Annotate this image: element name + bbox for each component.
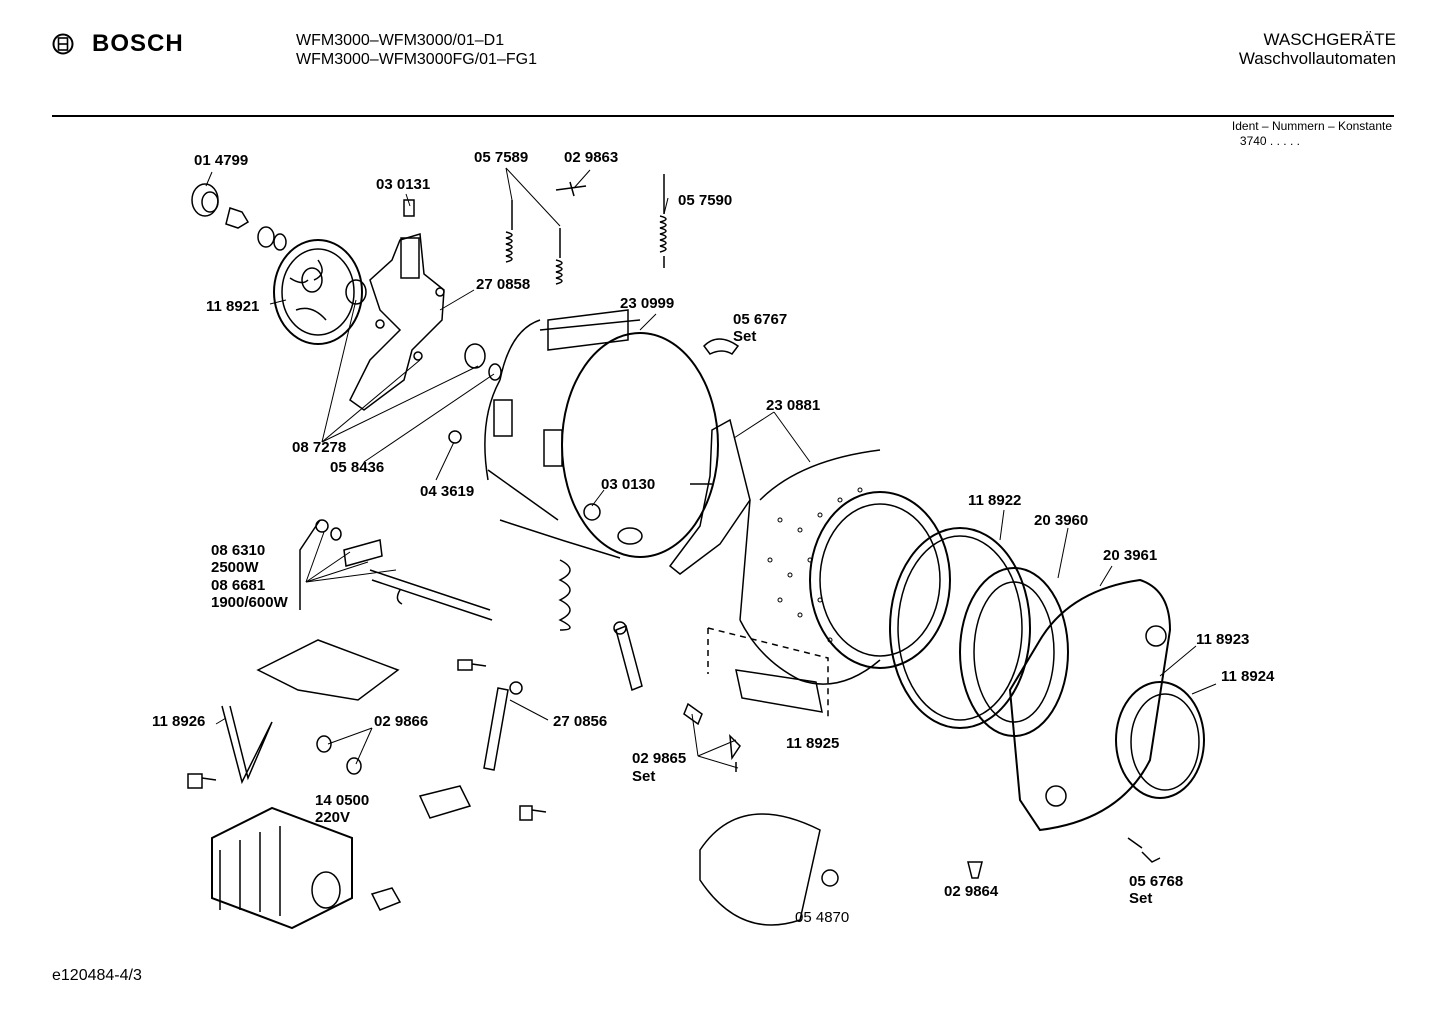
bosch-logo-icon [52,33,74,55]
part-label: 03 0130 [601,476,656,493]
filter-outline [707,627,829,718]
header-rule [52,115,1394,117]
part-label: 11 8923 [1196,631,1250,648]
part-label: 11 8924 [1221,668,1275,685]
part-label: 27 0856 [553,713,608,730]
part-label: 23 0881 [766,397,821,414]
seal-rings [889,527,1069,737]
part-label: 20 3961 [1103,547,1158,564]
category-line: WASCHGERÄTE [1263,30,1396,49]
set-label: Set [733,328,757,345]
ident-block: Ident – Nummern – Konstante 3740 . . . .… [1232,119,1392,149]
screw-part [1127,837,1161,863]
part-label: 01 4799 [194,152,249,169]
leader-lines [205,167,1217,769]
small-brackets [187,659,547,911]
wattage-label: 2500W [211,559,259,576]
part-label: 02 9864 [944,883,999,900]
part-label: 02 9863 [564,149,619,166]
filter-part [735,669,823,713]
part-label: 08 7278 [292,439,347,456]
part-label: 23 0999 [620,295,675,312]
part-label: 05 8436 [330,459,385,476]
wattage-label: 1900/600W [211,594,288,611]
part-label: 08 6310 [211,542,266,559]
part-label: 11 8921 [206,298,260,315]
clip-part [967,861,983,879]
drum-part [739,449,951,685]
part-label: 08 6681 [211,577,266,594]
part-label: 02 9865 [632,750,687,767]
pump-spring [558,559,571,631]
front-tub-part [1008,578,1205,832]
part-label: 20 3960 [1034,512,1089,529]
category-line: Waschvollautomaten [1238,49,1396,68]
part-label: 05 7590 [678,192,733,209]
pulley-part [273,239,367,345]
category-title: WASCHGERÄTE Waschvollautomaten [1239,30,1396,68]
model-line: WFM3000–WFM3000/01–D1 [296,32,505,49]
part-label: 05 6768 [1129,873,1184,890]
shock-absorbers [483,621,643,771]
voltage-label: 220V [315,809,351,826]
brand-name: BOSCH [92,30,184,57]
part-label: 02 9866 [374,713,429,730]
ident-title: Ident – Nummern – Konstante [1231,119,1392,133]
set-label: Set [1129,890,1153,907]
drum-cross-part [349,199,445,411]
bearing-part [191,183,287,251]
set-label: Set [632,768,656,785]
part-label: 11 8922 [968,492,1022,509]
bracket-part [668,418,751,575]
ident-value: 3740 . . . . . [1239,134,1300,148]
part-label: 27 0858 [476,276,531,293]
part-label: 04 3619 [420,483,475,500]
outer-tub-part [484,309,719,559]
part-label: 05 6767 [733,311,788,328]
bushings [316,735,362,775]
cover-plate [256,639,400,701]
model-list: WFM3000–WFM3000/01–D1 WFM3000–WFM3000FG/… [296,31,537,69]
clamp-part [703,338,740,355]
document-code: e120484-4/3 [52,967,142,984]
belt-part [221,705,273,785]
part-label: 14 0500 [315,792,370,809]
brand-logo: BOSCH [52,30,184,58]
model-line: WFM3000–WFM3000FG/01–FG1 [296,51,537,68]
part-label: 11 8926 [152,713,206,730]
part-label: 03 0131 [376,176,431,193]
part-label: 05 7589 [474,149,529,166]
part-label: 11 8925 [786,735,840,752]
part-label: 05 4870 [795,909,850,926]
springs [505,174,667,285]
motor-part [211,806,353,930]
pump-assembly [699,813,839,926]
heater-parts [299,519,493,621]
